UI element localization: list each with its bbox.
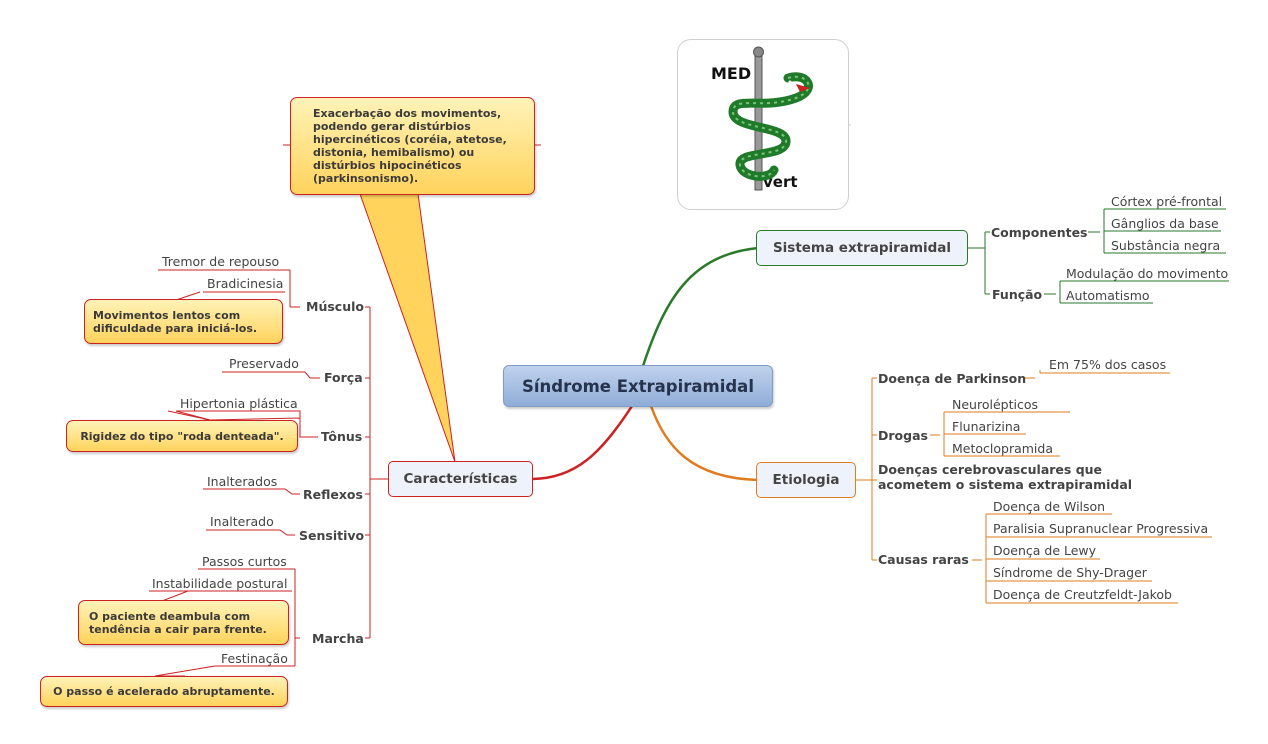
topic-metoclopramida[interactable]: Metoclopramida — [952, 441, 1053, 456]
logo-text-top: MED — [711, 64, 752, 83]
topic-doencas-cerebrovasculares-line1[interactable]: Doenças cerebrovasculares que — [878, 462, 1103, 477]
topic-substancia-negra[interactable]: Substância negra — [1111, 238, 1221, 253]
topic-flunarizina[interactable]: Flunarizina — [952, 419, 1021, 434]
topic-paralisia-supranuclear[interactable]: Paralisia Supranuclear Progressiva — [993, 521, 1209, 536]
medvert-logo: MED vert — [677, 39, 849, 210]
topic-em-75-dos-casos[interactable]: Em 75% dos casos — [1049, 357, 1167, 372]
topic-reflexos[interactable]: Reflexos — [303, 487, 363, 502]
topic-inalterado[interactable]: Inalterado — [210, 514, 274, 529]
note-paciente-deambula[interactable]: O paciente deambula com tendência a cair… — [78, 600, 289, 645]
topic-inalterados[interactable]: Inalterados — [207, 474, 278, 489]
topic-doenca-de-wilson[interactable]: Doença de Wilson — [993, 499, 1106, 514]
note-text: Rigidez do tipo "roda denteada". — [80, 429, 284, 443]
topic-marcha[interactable]: Marcha — [312, 631, 364, 646]
topic-drogas[interactable]: Drogas — [878, 428, 928, 443]
note-text: O passo é acelerado abruptamente. — [53, 685, 275, 698]
topic-bradicinesia[interactable]: Bradicinesia — [207, 276, 284, 291]
topic-tonus[interactable]: Tônus — [321, 429, 363, 444]
topic-forca[interactable]: Força — [324, 370, 363, 385]
topic-sensitivo[interactable]: Sensitivo — [299, 528, 365, 543]
callout-exacerbacao[interactable]: Exacerbação dos movimentos, podendo gera… — [290, 97, 535, 195]
topic-doenca-de-parkinson[interactable]: Doença de Parkinson — [878, 371, 1027, 386]
note-movimentos-lentos[interactable]: Movimentos lentos com dificuldade para i… — [84, 299, 283, 344]
topic-preservado[interactable]: Preservado — [229, 356, 299, 371]
topic-neurolepticos[interactable]: Neurolépticos — [952, 397, 1038, 412]
topic-doenca-de-lewy[interactable]: Doença de Lewy — [993, 543, 1097, 558]
central-topic[interactable]: Síndrome Extrapiramidal — [503, 365, 773, 407]
topic-automatismo[interactable]: Automatismo — [1066, 288, 1150, 303]
topic-componentes[interactable]: Componentes — [991, 225, 1088, 240]
topic-ganglios-da-base[interactable]: Gânglios da base — [1111, 216, 1219, 231]
topic-sindrome-de-shy-drager[interactable]: Síndrome de Shy-Drager — [993, 565, 1147, 580]
topic-doencas-cerebrovasculares-line2[interactable]: acometem o sistema extrapiramidal — [878, 477, 1133, 492]
topic-funcao[interactable]: Função — [992, 287, 1043, 302]
topic-musculo[interactable]: Músculo — [306, 299, 364, 314]
topic-sistema-extrapiramidal[interactable]: Sistema extrapiramidal — [756, 230, 968, 266]
topic-modulacao-do-movimento[interactable]: Modulação do movimento — [1066, 266, 1229, 281]
note-passo-acelerado[interactable]: O passo é acelerado abruptamente. — [40, 676, 288, 707]
note-roda-denteada[interactable]: Rigidez do tipo "roda denteada". — [66, 420, 298, 452]
topic-causas-raras[interactable]: Causas raras — [878, 552, 969, 567]
note-text: O paciente deambula com tendência a cair… — [89, 609, 267, 636]
topic-festinacao[interactable]: Festinação — [221, 651, 288, 666]
topic-caracteristicas[interactable]: Características — [388, 461, 533, 497]
topic-hipertonia-plastica[interactable]: Hipertonia plástica — [180, 396, 298, 411]
topic-instabilidade-postural[interactable]: Instabilidade postural — [152, 576, 288, 591]
note-text: Movimentos lentos com dificuldade para i… — [93, 308, 258, 335]
topic-passos-curtos[interactable]: Passos curtos — [202, 554, 287, 569]
topic-doenca-de-creutzfeldt-jakob[interactable]: Doença de Creutzfeldt-Jakob — [993, 587, 1172, 602]
topic-cortex-pre-frontal[interactable]: Córtex pré-frontal — [1111, 194, 1223, 209]
topic-tremor-de-repouso[interactable]: Tremor de repouso — [162, 254, 280, 269]
caduceus-icon — [728, 46, 813, 191]
callout-text: Exacerbação dos movimentos, podendo gera… — [313, 107, 507, 185]
topic-etiologia[interactable]: Etiologia — [756, 462, 856, 498]
